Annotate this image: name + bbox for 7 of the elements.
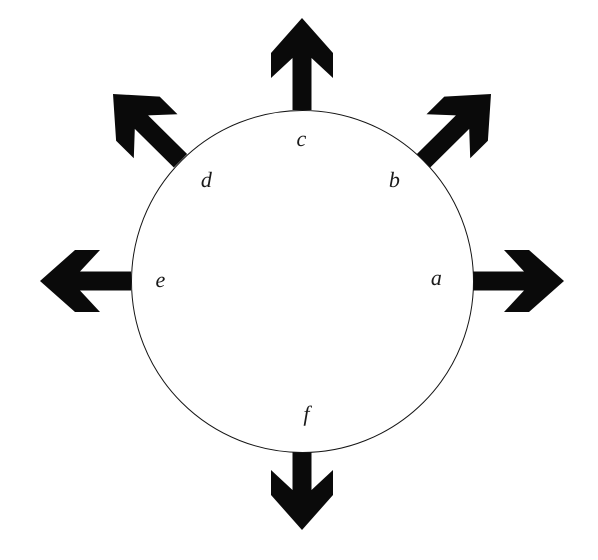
point-label: c xyxy=(296,128,306,150)
point-label: f xyxy=(303,403,310,426)
point-label: b xyxy=(388,169,400,192)
point-label: e xyxy=(156,269,166,292)
circle xyxy=(130,110,474,452)
point-label: a xyxy=(430,267,442,290)
point-label: d xyxy=(200,169,212,192)
